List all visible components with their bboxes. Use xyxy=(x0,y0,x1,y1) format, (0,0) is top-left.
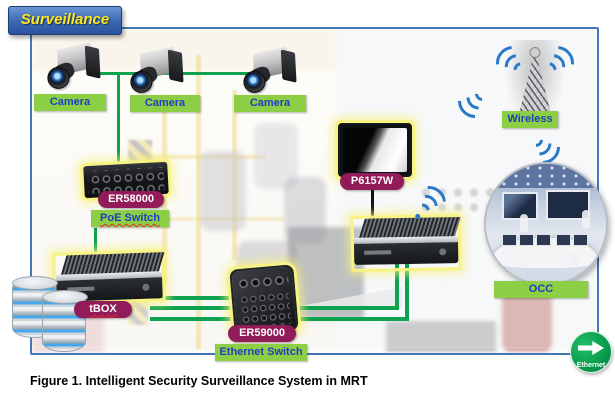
camera-lens xyxy=(46,66,71,90)
camera-icon xyxy=(45,42,105,94)
monitor-icon xyxy=(338,123,412,177)
right-arrow-icon xyxy=(578,341,604,355)
occ-console-monitor xyxy=(502,234,517,246)
ethernet-switch-model-badge: ER59000 xyxy=(228,325,296,342)
camera-label: Camera xyxy=(234,95,306,112)
tbox-model-text: tBOX xyxy=(89,303,117,315)
camera-icon xyxy=(128,46,188,98)
occ-console-monitor xyxy=(519,234,534,246)
figure-caption: Figure 1. Intelligent Security Surveilla… xyxy=(30,374,368,388)
cable-monitor-to-tbox2 xyxy=(371,186,374,224)
connector-cameras-to-poe xyxy=(117,72,120,168)
switch-small-ports xyxy=(238,288,292,329)
occ-console-monitor xyxy=(556,234,571,246)
poe-switch-label: PoE Switch xyxy=(91,210,169,227)
wireless-label: Wireless xyxy=(502,111,558,128)
camera-icon xyxy=(241,46,301,98)
occ-person xyxy=(570,252,578,266)
train-seat xyxy=(254,123,298,189)
display-model-badge: P6157W xyxy=(340,173,404,190)
surveillance-banner: Surveillance xyxy=(8,6,122,35)
occ-person xyxy=(520,214,528,232)
camera-body-side xyxy=(84,45,101,79)
camera-label: Camera xyxy=(34,94,106,111)
tbox-icon xyxy=(353,217,461,269)
occ-person xyxy=(582,210,590,228)
occ-wall-screen xyxy=(546,190,590,220)
database-cylinder-top xyxy=(42,290,88,304)
connector-switch-to-tbox2 xyxy=(288,317,409,321)
connector-tbox-to-switch xyxy=(150,306,242,310)
ethernet-arrow-icon: Ethernet xyxy=(570,331,612,373)
database-cylinder-top xyxy=(12,276,58,290)
camera-body-side xyxy=(167,49,184,83)
tbox-front-panel xyxy=(354,242,459,265)
camera-body-side xyxy=(280,49,297,83)
connector-tbox-to-switch xyxy=(150,296,242,300)
camera-lens xyxy=(242,70,267,94)
monitor-screen xyxy=(343,128,407,172)
camera-lens xyxy=(129,70,154,94)
poe-switch-model-badge: ER58000 xyxy=(98,191,164,208)
handrail-pole xyxy=(196,55,201,349)
connector-switch-to-tbox2 xyxy=(395,264,399,310)
occ-photo xyxy=(484,162,608,286)
train-seat xyxy=(200,151,246,231)
camera-label: Camera xyxy=(130,95,200,112)
occ-ceiling xyxy=(486,164,606,188)
tower-antenna-tip xyxy=(529,47,541,58)
switch-large-ports xyxy=(235,270,289,292)
connector-switch-to-tbox2 xyxy=(288,306,399,310)
tbox-model-badge: tBOX xyxy=(74,301,132,318)
occ-label: OCC xyxy=(494,281,588,298)
occ-console-monitor xyxy=(536,234,551,246)
cab-floor xyxy=(386,321,496,351)
occ-wall-screen xyxy=(502,192,538,220)
switch-ports xyxy=(87,167,165,194)
connector-tbox-to-switch xyxy=(150,317,242,321)
connector-poe-to-tbox xyxy=(94,228,97,266)
connector-switch-to-tbox2 xyxy=(405,264,409,321)
ethernet-badge-label: Ethernet xyxy=(576,362,606,369)
occ-console-monitor xyxy=(573,234,588,246)
ethernet-switch-label: Ethernet Switch xyxy=(215,344,307,361)
poe-switch-label-text: PoE Switch xyxy=(100,212,160,224)
